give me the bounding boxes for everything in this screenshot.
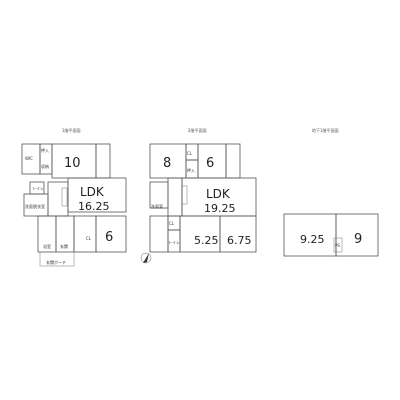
floor-1-western-room-6-size: 6 — [105, 230, 113, 245]
floor-1-closet-label: 押入 — [41, 147, 49, 153]
floor-1-corridor — [47, 181, 69, 217]
floor-2-stairwell — [149, 215, 169, 253]
floor-2-closet-strip — [225, 143, 241, 179]
floor-2-washroom-label: 洗面室 — [151, 203, 163, 209]
floor-1-wic-label: WIC — [25, 156, 33, 161]
floor-1-western-room-6 — [95, 215, 127, 253]
floor-1-bath-label: 浴室 — [43, 243, 51, 249]
floor-2-western-room-8-size: 8 — [163, 156, 171, 171]
floor-1-porch — [39, 251, 75, 267]
floor-1-washroom-label: 洗面脱衣室 — [25, 203, 45, 209]
compass-icon — [140, 252, 152, 264]
floor-2-closet-label: 押入 — [187, 167, 195, 173]
floor-2-cl-label: CL — [187, 151, 193, 156]
floor-2-room-6-75 — [219, 215, 257, 253]
basement-room-9-25-size: 9.25 — [300, 233, 325, 246]
basement-caption: 地下1階平面図 — [312, 127, 339, 133]
floor-1-plan: 1階平面図 WIC 押入 収納 10 トイレ 洗面脱衣室 LDK 16.25 浴… — [21, 127, 127, 267]
floor-2-plan: 2階平面図 8 CL 押入 6 洗面室 LDK 19.25 CL トイレ — [149, 127, 257, 253]
floor-2-ldk-label: LDK — [206, 187, 231, 201]
floor-1-cl-label: CL — [86, 236, 92, 241]
floor-2-room-5-25-size: 5.25 — [194, 234, 219, 247]
floor-1-porch-label: 玄関ポーチ — [46, 259, 66, 265]
floor-2-caption: 2階平面図 — [188, 127, 207, 133]
floor-1-entrance-label: 玄関 — [60, 243, 68, 249]
floor-1-storage-label: 収納 — [41, 163, 49, 169]
basement-room-9 — [335, 213, 379, 257]
floor-1-hall — [73, 215, 97, 253]
floor-1-ldk-size: 16.25 — [78, 200, 110, 213]
floor-1-western-room-10-size: 10 — [64, 156, 81, 171]
basement-room-9-size: 9 — [354, 232, 362, 247]
floor-2-corridor — [167, 177, 183, 217]
floor-2-japanese-room-6-size: 6 — [206, 156, 214, 171]
floor-1-ldk — [67, 177, 127, 213]
floor-2-room-6-75-size: 6.75 — [227, 234, 252, 247]
floor-1-caption: 1階平面図 — [62, 127, 81, 133]
basement-ps — [333, 237, 343, 253]
floor-2-ldk-size: 19.25 — [204, 202, 236, 215]
floor-1-closet-strip — [95, 143, 111, 179]
floor-1-toilet-label: トイレ — [32, 186, 44, 191]
floor-1-ldk-label: LDK — [80, 185, 105, 199]
floor-2-cl-b-label: CL — [169, 221, 175, 226]
basement-plan: 地下1階平面図 9.25 9 PS — [283, 127, 379, 257]
basement-ps-label: PS — [335, 243, 340, 248]
floor-2-stair — [181, 185, 188, 205]
floor-2-toilet-label: トイレ — [168, 240, 180, 245]
floor-1-stair — [61, 187, 68, 207]
